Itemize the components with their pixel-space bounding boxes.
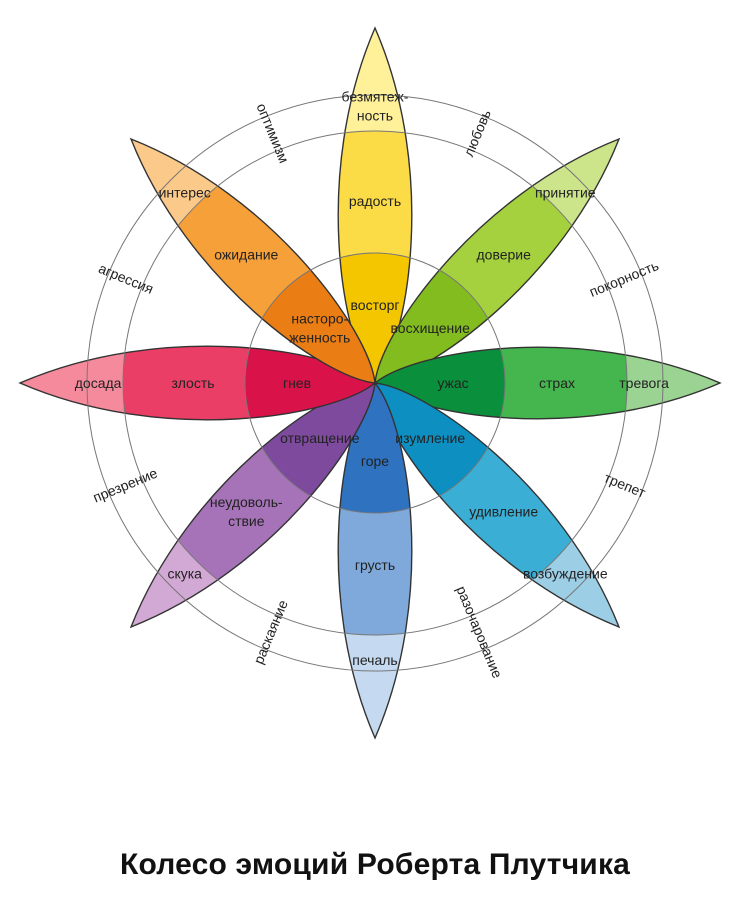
emotion-label-joy-2: восторг — [351, 297, 400, 313]
petal-joy-outline — [337, 26, 413, 385]
petal-surprise-outline — [374, 382, 621, 629]
emotion-label-anticipation-0: интерес — [159, 185, 211, 201]
petal-surprise-inner — [375, 383, 505, 513]
ring-inner — [244, 252, 506, 514]
emotion-label-anger-1: злость — [171, 375, 214, 391]
plutchik-wheel: безмятеж-ность радость восторг принятие дове… — [18, 26, 722, 740]
petal-sadness-outline — [337, 381, 413, 740]
emotion-label-fear-0: тревога — [619, 375, 669, 391]
ring-middle — [122, 130, 628, 636]
petal-sadness — [338, 383, 412, 738]
emotion-label-disgust-1-line1: ствие — [228, 513, 265, 529]
emotion-label-joy-0-line1: ность — [357, 108, 393, 124]
petal-disgust-middle — [131, 383, 375, 627]
petal-fear-outline — [373, 346, 722, 420]
petal-trust-inner — [375, 253, 505, 383]
emotion-label-disgust-0: скука — [167, 565, 202, 581]
emotion-label-joy-0-line0: безмятеж- — [342, 89, 409, 105]
emotion-label-fear-1: страх — [539, 375, 575, 391]
emotion-label-fear-2: ужас — [437, 375, 468, 391]
emotion-label-anticipation-2-line1: женность — [289, 329, 350, 345]
emotion-label-trust-1: доверие — [476, 246, 531, 262]
petal-layer — [18, 26, 722, 740]
emotion-label-anticipation-2-line0: насторо- — [291, 310, 348, 326]
emotion-label-sadness-1: грусть — [355, 557, 395, 573]
petal-fear — [375, 347, 720, 419]
dyad-label-4: раскаяние — [250, 597, 291, 666]
emotion-label-trust-2: восхищение — [391, 320, 471, 336]
emotion-label-surprise-1: удивление — [469, 504, 538, 520]
emotion-label-trust-0: принятие — [535, 185, 596, 201]
emotion-label-anger-0: досада — [75, 375, 122, 391]
emotion-label-disgust-2: отвращение — [280, 430, 360, 446]
petal-joy — [338, 28, 412, 383]
petal-trust-middle — [375, 139, 619, 383]
emotion-label-surprise-0: возбуждение — [523, 565, 608, 581]
ring-layer — [86, 94, 664, 672]
dyad-label-1: покорность — [587, 257, 661, 300]
petal-anticipation — [131, 139, 375, 383]
petal-anticipation-inner — [245, 253, 375, 383]
emotion-label-joy-1: радость — [349, 193, 401, 209]
emotion-label-sadness-0: печаль — [352, 652, 397, 668]
petal-trust — [375, 139, 619, 383]
petal-anger — [20, 346, 375, 420]
dyad-label-6: агрессия — [96, 260, 156, 297]
emotion-label-anger-2: гнев — [283, 375, 311, 391]
petal-disgust-outline — [129, 382, 376, 629]
caption-title: Колесо эмоций Роберта Плутчика — [119, 848, 631, 881]
dyad-label-7: оптимизм — [253, 101, 292, 165]
emotion-label-anticipation-1: ожидание — [214, 246, 278, 262]
petal-surprise — [375, 383, 619, 627]
emotion-label-sadness-2: горе — [361, 453, 389, 469]
petal-anticipation-outline — [129, 137, 376, 384]
petal-surprise-middle — [375, 383, 619, 627]
petal-anger-outline — [18, 345, 377, 421]
dyad-label-0: любовь — [460, 107, 494, 159]
emotion-label-disgust-1-line0: неудоволь- — [210, 494, 283, 510]
dyad-label-2: трепет — [602, 469, 649, 501]
petal-disgust — [131, 383, 375, 627]
dyad-label-3: разочарование — [453, 583, 505, 680]
ring-outer — [86, 94, 664, 672]
petal-trust-outline — [374, 137, 621, 384]
petal-anticipation-middle — [131, 139, 375, 383]
emotion-label-surprise-2: изумление — [395, 430, 465, 446]
petal-disgust-inner — [245, 383, 375, 513]
